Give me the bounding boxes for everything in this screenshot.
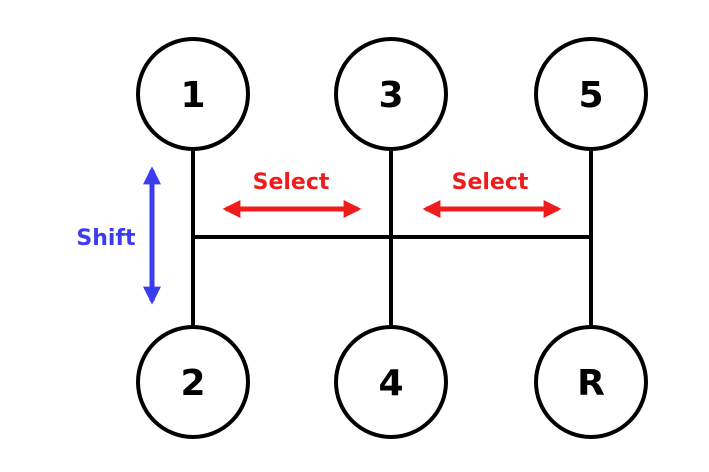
gear-5-circle — [534, 37, 648, 151]
shift-label: Shift — [76, 226, 136, 251]
select-labels: Select Select — [253, 170, 529, 195]
gear-2-circle — [136, 325, 250, 439]
gear-labels: 1 3 5 2 4 R — [180, 75, 604, 404]
gear-4-label: 4 — [378, 363, 403, 404]
gear-3-circle — [334, 37, 448, 151]
select-label-left: Select — [253, 170, 330, 195]
gear-r-label: R — [577, 363, 605, 404]
gear-4-circle — [334, 325, 448, 439]
gear-1-circle — [136, 37, 250, 151]
gear-circles — [136, 37, 648, 439]
gate-lines — [191, 148, 593, 328]
gear-5-label: 5 — [578, 75, 603, 116]
gear-1-label: 1 — [180, 75, 205, 116]
gear-3-label: 3 — [378, 75, 403, 116]
select-label-right: Select — [452, 170, 529, 195]
gear-2-label: 2 — [180, 363, 205, 404]
gear-r-circle — [534, 325, 648, 439]
